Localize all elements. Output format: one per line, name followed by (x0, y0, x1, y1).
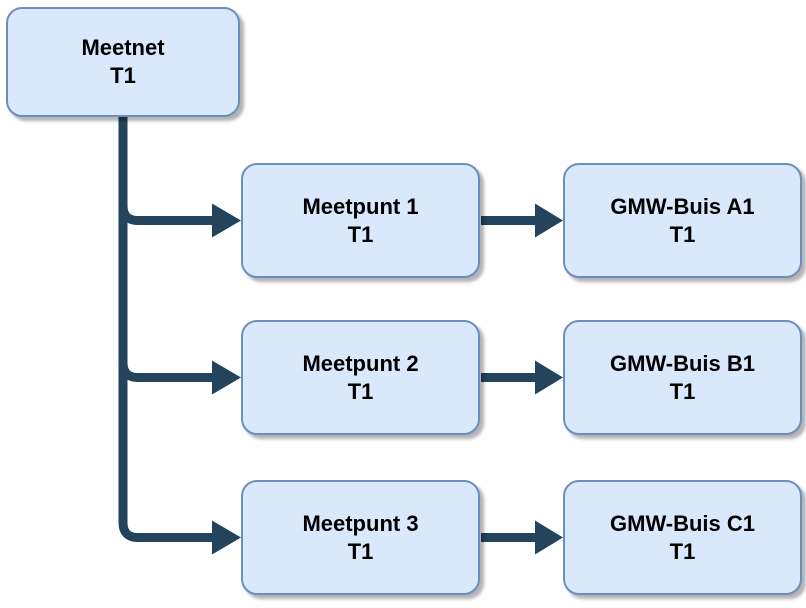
node-gmw-buis-a1[interactable]: GMW-Buis A1 T1 (563, 163, 802, 278)
node-label-line1: Meetnet (81, 35, 165, 60)
node-label-line2: T1 (669, 221, 696, 247)
node-label-line1: Meetpunt 3 (302, 510, 419, 536)
node-meetpunt-1[interactable]: Meetpunt 1 T1 (241, 163, 480, 278)
node-label-line1: Meetpunt 2 (302, 350, 419, 376)
node-label-line2: T1 (347, 221, 374, 247)
arrowhead-icon (535, 520, 563, 555)
edge-meetnet-to-meetpunt-2 (118, 360, 241, 395)
node-label-line2: T1 (669, 538, 696, 564)
node-label-line1: Meetpunt 1 (302, 193, 419, 219)
edge-line (118, 114, 212, 542)
node-label-line1: GMW-Buis B1 (610, 350, 755, 376)
node-gmw-buis-b1[interactable]: GMW-Buis B1 T1 (563, 320, 802, 435)
arrowhead-icon (535, 360, 563, 395)
node-meetpunt-2[interactable]: Meetpunt 2 T1 (241, 320, 480, 435)
arrowhead-icon (212, 520, 241, 555)
node-label-line2: T1 (669, 378, 696, 404)
node-label-line2: T1 (347, 538, 374, 564)
edge-line (118, 362, 212, 382)
node-label-line1: GMW-Buis C1 (610, 510, 755, 536)
edge-meetnet-to-meetpunt-3 (118, 114, 241, 555)
edge-meetpunt-2-to-gmw-buis-b1 (481, 360, 563, 395)
edge-meetpunt-1-to-gmw-buis-a1 (481, 203, 563, 238)
arrowhead-icon (535, 203, 563, 238)
node-label-line2: T1 (110, 63, 136, 88)
edge-meetnet-to-meetpunt-1 (118, 203, 241, 238)
node-meetnet[interactable]: Meetnet T1 (6, 7, 240, 117)
edge-meetpunt-3-to-gmw-buis-c1 (481, 520, 563, 555)
node-gmw-buis-c1[interactable]: GMW-Buis C1 T1 (563, 480, 802, 595)
node-meetpunt-3[interactable]: Meetpunt 3 T1 (241, 480, 480, 595)
node-label-line1: GMW-Buis A1 (610, 193, 755, 219)
edge-line (118, 205, 212, 225)
arrowhead-icon (212, 360, 241, 395)
arrowhead-icon (212, 203, 241, 238)
node-label-line2: T1 (347, 378, 374, 404)
